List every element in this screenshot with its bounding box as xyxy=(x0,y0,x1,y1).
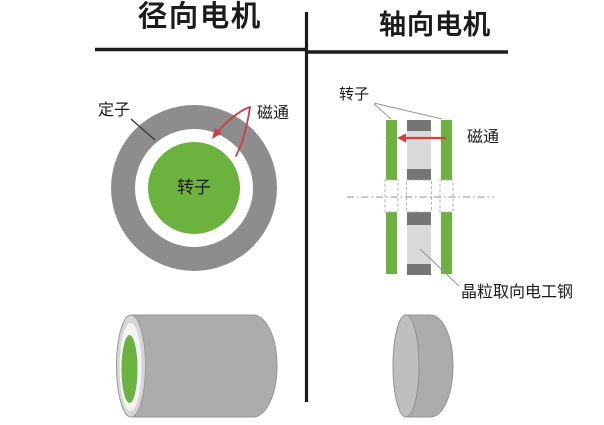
axial-stator-segment-lower xyxy=(407,212,431,225)
grain-oriented-steel-label: 晶粒取向电工钢 xyxy=(461,284,574,301)
stator-leader-line xyxy=(130,118,156,141)
axial-cylinder-end-face xyxy=(392,314,420,418)
axial-rotor-leader-left xyxy=(373,103,392,120)
axial-flux-label: 磁通 xyxy=(467,129,500,146)
axial-shaft-dashed-right xyxy=(439,179,454,213)
axial-rotor-label: 转子 xyxy=(339,86,370,103)
radial-motor-cross-section xyxy=(111,105,277,271)
radial-cylinder-body xyxy=(130,314,278,418)
axial-rotor-bar-right-top xyxy=(441,120,452,180)
radial-rotor-label: 转子 xyxy=(177,178,211,197)
axial-shaft-dashed-center xyxy=(406,179,432,213)
stator-label: 定子 xyxy=(98,102,131,119)
radial-motor-3d-cylinder xyxy=(116,314,278,418)
radial-cylinder-rotor-core xyxy=(121,335,138,403)
axial-flux-arrow xyxy=(397,133,446,143)
axial-motor-cross-section xyxy=(347,102,494,287)
axial-flux-arrowhead xyxy=(397,133,406,143)
axial-stator-cap-top xyxy=(407,120,431,131)
axial-rotor-bar-right-bottom xyxy=(441,212,452,274)
axial-motor-title: 轴向电机 xyxy=(379,10,491,40)
axial-rotor-leader-right xyxy=(373,102,443,120)
axial-stator-segment-upper xyxy=(407,169,431,180)
axial-motor-3d-cylinder xyxy=(392,314,454,418)
axial-stator-cap-bottom xyxy=(407,264,431,275)
flux-loop-lower-curve xyxy=(235,106,251,157)
radial-rotor-disc xyxy=(148,142,240,234)
radial-motor-title: 径向电机 xyxy=(137,1,262,33)
steel-leader-line xyxy=(419,248,460,287)
axial-rotor-bar-left-bottom xyxy=(386,212,397,274)
radial-flux-label: 磁通 xyxy=(257,105,290,122)
radial-flux-arrow xyxy=(212,106,251,157)
axial-shaft-dashed-left xyxy=(384,179,399,213)
axial-rotor-bar-left-top xyxy=(386,120,397,180)
flux-arrowhead xyxy=(212,127,222,139)
